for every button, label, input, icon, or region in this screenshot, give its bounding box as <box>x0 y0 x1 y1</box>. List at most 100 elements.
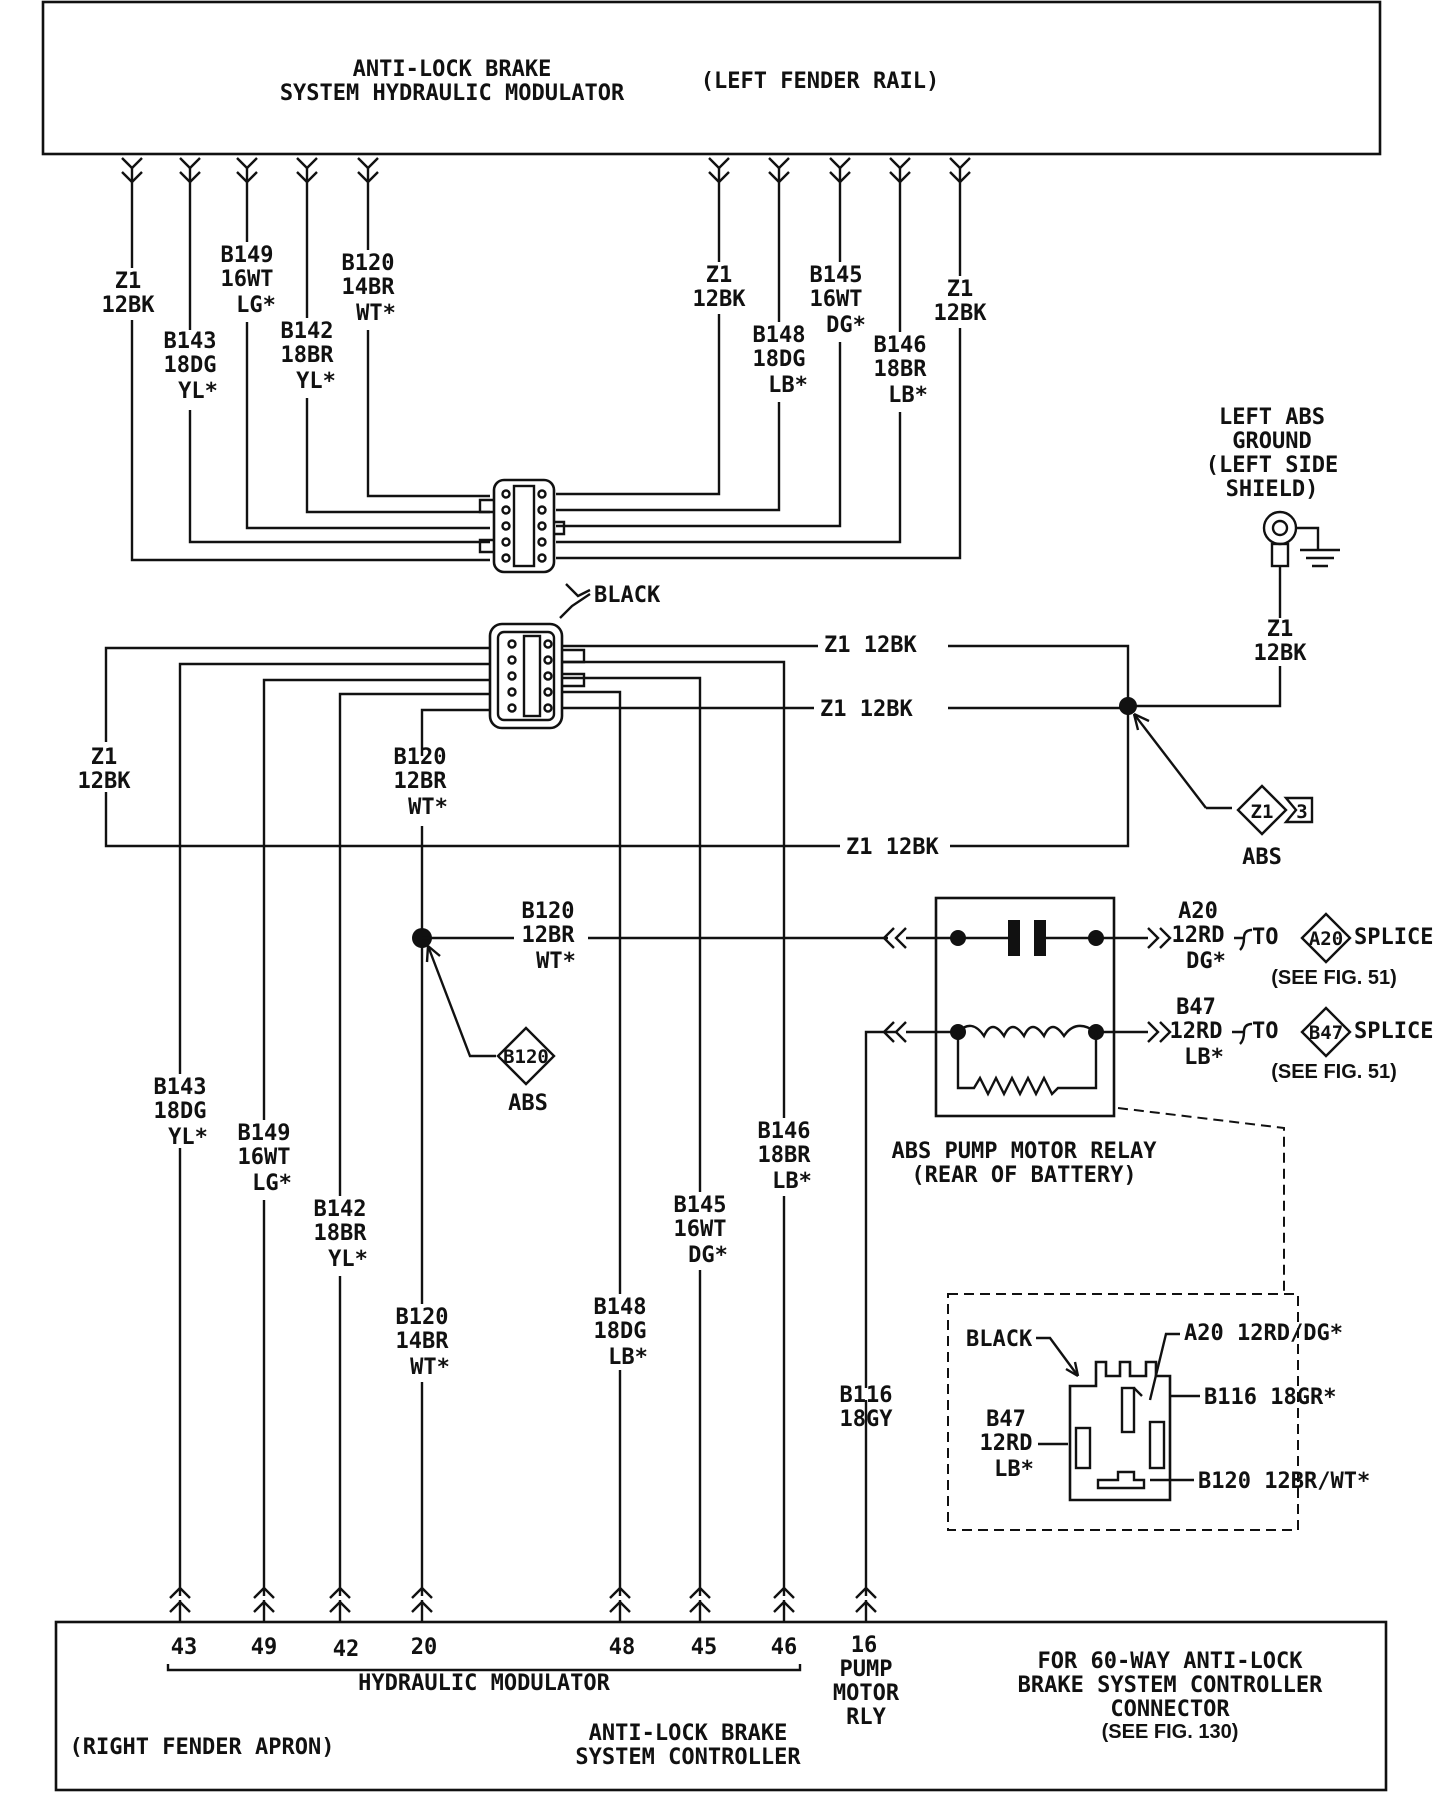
splice-name: SPLICE <box>1354 1019 1433 1044</box>
pin-function: PUMP <box>840 1657 893 1682</box>
ground-label: LEFT ABS <box>1219 405 1325 430</box>
ground-label: (LEFT SIDE <box>1206 453 1338 478</box>
ground-wire-label: Z1 <box>1267 617 1294 642</box>
bottom-wire-label: 18DG <box>594 1319 647 1344</box>
bottom-wire-label: 16WT <box>674 1217 727 1242</box>
z1-wire-label: 12BK <box>78 769 132 794</box>
top-wire-label: LB* <box>888 383 928 408</box>
a20-wire-label: DG* <box>1186 949 1226 974</box>
bottom-wire-label: LB* <box>608 1345 648 1370</box>
bottom-wire-label: B145 <box>674 1193 727 1218</box>
modulator-location: (LEFT FENDER RAIL) <box>701 69 939 94</box>
pin-number: 45 <box>691 1635 718 1660</box>
top-wire-label: 18DG <box>164 353 217 378</box>
top-wire-label: YL* <box>178 379 218 404</box>
splice-z1: Z1 3 ABS <box>1132 712 1314 870</box>
controller-note: (SEE FIG. 130) <box>1102 1721 1239 1743</box>
lower-wires <box>104 578 1282 1596</box>
splice-name: SPLICE <box>1354 925 1433 950</box>
relay-name: ABS PUMP MOTOR RELAY <box>892 1139 1158 1164</box>
top-wire-labels: Z1 12BK B143 18DG YL* B149 16WT LG* B142… <box>102 243 988 408</box>
top-wire-label: Z1 <box>115 269 142 294</box>
pin-function: RLY <box>846 1705 886 1730</box>
bottom-wire-label: B143 <box>154 1075 207 1100</box>
top-wire-label: 18BR <box>281 343 335 368</box>
top-wire-label: 14BR <box>342 275 396 300</box>
splice-label: ABS <box>508 1091 548 1116</box>
top-wire-label: B146 <box>874 333 927 358</box>
z1-wire-label: Z1 <box>91 745 118 770</box>
left-abs-ground: LEFT ABS GROUND (LEFT SIDE SHIELD) Z1 12… <box>1206 405 1340 666</box>
b47-wire-label: LB* <box>1184 1045 1224 1070</box>
bottom-wire-label: YL* <box>168 1125 208 1150</box>
z1-labels: Z1 12BK Z1 12BK Z1 12BK Z1 12BK <box>78 633 940 860</box>
pin-number: 20 <box>411 1635 438 1660</box>
splice-id: Z1 <box>1251 801 1274 823</box>
bottom-wire-label: B120 <box>396 1305 449 1330</box>
top-wire-label: 12BK <box>934 301 988 326</box>
connector-color-label: BLACK <box>594 583 661 608</box>
bottom-wire-label: LG* <box>252 1171 292 1196</box>
bottom-wire-label: YL* <box>328 1247 368 1272</box>
bottom-wire-label: B146 <box>758 1119 811 1144</box>
top-connector-chevrons <box>121 157 971 184</box>
bottom-wire-label: 18BR <box>314 1221 368 1246</box>
bottom-wire-label: 18GY <box>840 1407 894 1432</box>
pin-number: 42 <box>333 1637 360 1662</box>
ground-wire-label: 12BK <box>1254 641 1308 666</box>
b120-wire-label: WT* <box>536 949 576 974</box>
b120-wire-label: WT* <box>408 795 448 820</box>
inset-label: LB* <box>994 1457 1034 1482</box>
top-wire-label: B145 <box>810 263 863 288</box>
bottom-wire-label: B149 <box>238 1121 291 1146</box>
bottom-wire-label: WT* <box>410 1355 450 1380</box>
upper-connector <box>478 478 566 574</box>
splice-to: TO <box>1252 925 1279 950</box>
controller-note: BRAKE SYSTEM CONTROLLER <box>1018 1673 1323 1698</box>
splice-b120: B120 ABS <box>425 945 556 1116</box>
controller-location: (RIGHT FENDER APRON) <box>70 1735 335 1760</box>
top-wire-label: Z1 <box>947 277 974 302</box>
top-wire-label: 16WT <box>221 267 274 292</box>
controller-note: FOR 60-WAY ANTI-LOCK <box>1038 1649 1304 1674</box>
bottom-wire-labels: B143 18DG YL* B149 16WT LG* B142 18BR YL… <box>154 1075 894 1432</box>
top-wire-label: B142 <box>281 319 334 344</box>
top-wire-label: 18DG <box>753 347 806 372</box>
bottom-wire-label: LB* <box>772 1169 812 1194</box>
pin-number: 49 <box>251 1635 278 1660</box>
b120-labels: B120 12BR WT* B120 12BR WT* <box>394 745 576 974</box>
connector-black-label: BLACK <box>559 583 661 619</box>
top-wire-label: Z1 <box>706 263 733 288</box>
b120-wire-label: 12BR <box>394 769 448 794</box>
inset-label: BLACK <box>966 1327 1033 1352</box>
inset-label: A20 12RD/DG* <box>1184 1321 1343 1346</box>
top-wire-label: B148 <box>753 323 806 348</box>
modulator-title-line1: ANTI-LOCK BRAKE <box>353 57 552 82</box>
top-wire-label: LG* <box>236 293 276 318</box>
top-wires <box>130 168 962 562</box>
b120-wire-label: B120 <box>522 899 575 924</box>
splice-id: A20 <box>1309 928 1343 950</box>
abs-pump-motor-relay: ABS PUMP MOTOR RELAY (REAR OF BATTERY) <box>882 896 1285 1292</box>
b47-wire-label: B47 <box>1176 995 1216 1020</box>
splice-number: 3 <box>1296 801 1307 823</box>
inset-label: B116 18GR* <box>1204 1385 1336 1410</box>
pin-function: MOTOR <box>833 1681 900 1706</box>
top-wire-label: 16WT <box>810 287 863 312</box>
top-wire-label: B120 <box>342 251 395 276</box>
bottom-wire-label: B142 <box>314 1197 367 1222</box>
bottom-wire-label: 18BR <box>758 1143 812 1168</box>
relay-connector-inset: BLACK A20 12RD/DG* B116 18GR* B47 12RD L… <box>947 1293 1370 1531</box>
ground-label: GROUND <box>1232 429 1311 454</box>
abs-controller: 43 49 42 20 48 45 46 16 PUMP MOTOR RLY H… <box>54 1620 1388 1792</box>
top-wire-label: 12BK <box>102 293 156 318</box>
top-wire-label: LB* <box>768 373 808 398</box>
relay-feed-labels: A20 12RD DG* TO A20 SPLICE (SEE FIG. 51)… <box>1170 899 1434 1083</box>
hydraulic-modulator-group: HYDRAULIC MODULATOR <box>358 1671 610 1696</box>
top-wire-label: WT* <box>356 301 396 326</box>
inset-label: 12RD <box>980 1431 1033 1456</box>
z1-wire-label: Z1 12BK <box>820 697 913 722</box>
splice-id: B47 <box>1309 1022 1343 1044</box>
top-wire-label: B149 <box>221 243 274 268</box>
